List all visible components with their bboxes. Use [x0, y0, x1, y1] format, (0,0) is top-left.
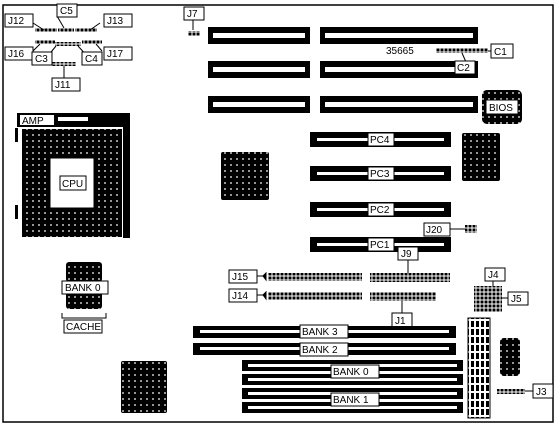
label-j11: J11	[55, 80, 71, 91]
label-j4: J4	[488, 270, 499, 281]
label-j16: J16	[8, 49, 25, 60]
jumper-block	[82, 40, 102, 44]
header-j3	[497, 389, 525, 394]
label-box-j4	[484, 267, 506, 282]
label-box-pc2	[367, 202, 395, 217]
label-box-c4	[81, 51, 103, 66]
label-bank1: BANK 1	[333, 395, 369, 406]
label-bank0: BANK 0	[333, 367, 369, 378]
jumper-block	[52, 62, 76, 66]
label-j5: J5	[511, 294, 522, 305]
chipset-chip	[121, 361, 167, 413]
cpu-socket-edge-bottom	[15, 205, 18, 219]
label-box-pc4	[367, 132, 395, 147]
label-box-j3	[532, 383, 554, 399]
amp-label-box	[20, 115, 54, 125]
jumper-c1	[436, 48, 488, 53]
label-j17: J17	[107, 49, 124, 60]
label-j3: J3	[536, 387, 547, 398]
label-box-j12	[4, 13, 34, 28]
cpu-socket: AMP CPU	[15, 113, 130, 238]
label-box-c3	[31, 51, 53, 66]
label-box-bank3	[299, 324, 349, 339]
label-box-j11	[51, 77, 81, 92]
label-pc2: PC2	[370, 205, 390, 216]
header-j1	[370, 292, 436, 301]
label-j1: J1	[395, 316, 406, 327]
label-box-pc3	[367, 166, 395, 181]
chipset-chip	[221, 152, 269, 200]
label-box-bank2	[299, 342, 349, 357]
label-box-j7	[183, 6, 205, 21]
isa-slot-gap	[213, 67, 305, 72]
label-box-j5	[507, 291, 529, 306]
label-c1: C1	[494, 47, 507, 58]
cpu-socket-side	[123, 113, 130, 238]
jumper-block	[55, 42, 81, 46]
label-c3: C3	[35, 54, 48, 65]
cache-sram: BANK 0 CACHE	[61, 262, 109, 334]
label-box-pc1	[367, 237, 395, 252]
header-j14	[268, 292, 362, 300]
simm-socket-gap	[248, 406, 457, 409]
label-box-c1	[490, 43, 514, 59]
jumper-block	[58, 28, 74, 32]
label-j13: J13	[107, 16, 124, 27]
label-amp: AMP	[22, 116, 44, 127]
label-pc4: PC4	[370, 135, 390, 146]
cache-chip	[66, 262, 102, 282]
isa-slot-gap	[325, 33, 473, 38]
cache-chip	[66, 291, 102, 309]
label-box-j17	[103, 46, 133, 61]
keyboard-connector	[500, 338, 520, 376]
cpu-socket-notch	[58, 117, 88, 121]
isa-slots	[208, 27, 478, 113]
jumper-block	[75, 28, 97, 32]
label-j20: J20	[426, 225, 443, 236]
label-bios: BIOS	[489, 103, 513, 114]
label-box-bank1	[330, 392, 380, 407]
cache-label-box	[63, 319, 103, 334]
label-j9: J9	[401, 249, 412, 260]
power-connector	[467, 317, 491, 419]
label-pc3: PC3	[370, 169, 390, 180]
bios-label-box	[485, 99, 519, 115]
label-cache-bank0: BANK 0	[65, 283, 101, 294]
label-c2: C2	[457, 63, 470, 74]
isa-slot-gap	[213, 33, 305, 38]
label-cache: CACHE	[66, 322, 101, 333]
label-c4: C4	[85, 54, 98, 65]
header-j9	[370, 273, 450, 282]
header-j15	[268, 273, 362, 281]
jumper-block	[35, 28, 57, 32]
header-j4	[474, 286, 502, 312]
isa-slot-gap	[325, 67, 473, 72]
jumper-j20	[465, 225, 477, 233]
label-box-c5	[56, 3, 78, 18]
label-box-bank0	[330, 364, 380, 379]
chipset-chip	[462, 133, 500, 181]
label-cpu: CPU	[62, 179, 83, 190]
isa-slot-gap	[213, 102, 305, 107]
cpu-label-box	[59, 175, 87, 191]
board-code: 35665	[386, 46, 414, 57]
label-box-c2	[454, 60, 476, 75]
label-j12: J12	[8, 16, 25, 27]
cache-bank-label-box	[61, 280, 109, 295]
label-box-j13	[103, 13, 133, 28]
label-pc1: PC1	[370, 240, 390, 251]
jumper-j7	[188, 31, 200, 36]
label-bank3: BANK 3	[302, 327, 338, 338]
cpu-socket-edge-top	[15, 128, 18, 142]
isa-slot-gap	[325, 102, 473, 107]
label-j7: J7	[187, 9, 198, 20]
label-bank2: BANK 2	[302, 345, 338, 356]
jumper-block	[35, 40, 55, 44]
label-j14: J14	[232, 291, 249, 302]
simm-socket-gap	[248, 378, 457, 381]
label-j15: J15	[232, 272, 249, 283]
label-c5: C5	[60, 6, 73, 17]
